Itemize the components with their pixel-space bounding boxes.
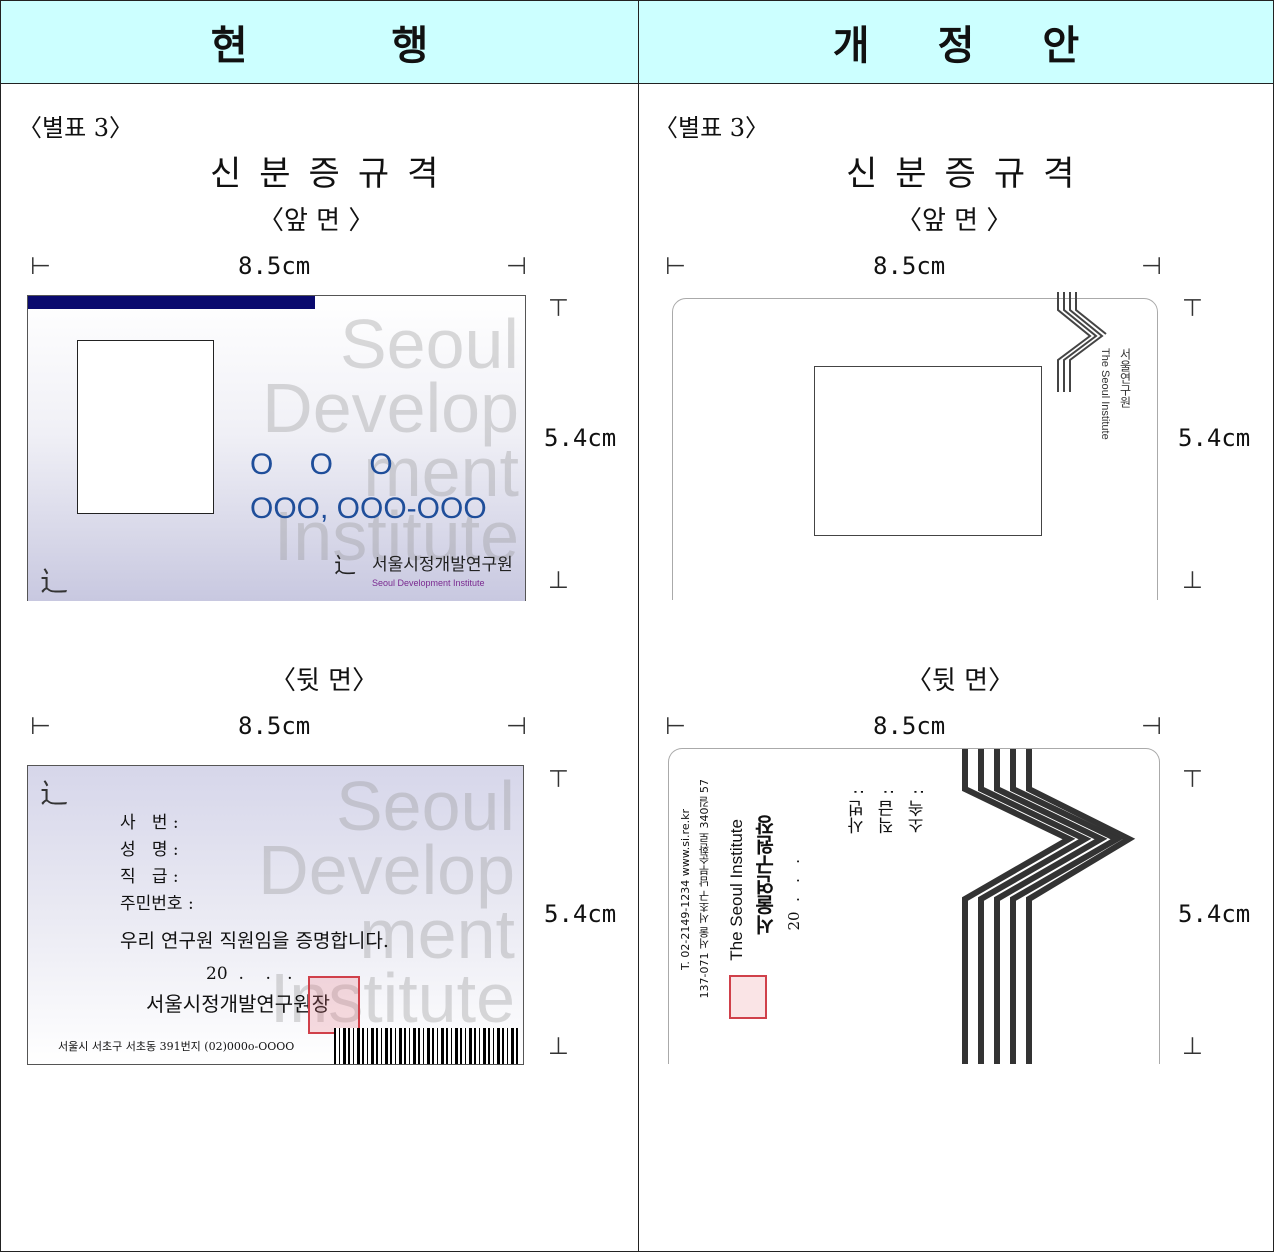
width-start-tick-proposed: ⊢ (665, 252, 686, 280)
table-label: 〈별표 3〉 (18, 114, 134, 142)
org-name-en: The Seoul Institute (1099, 348, 1111, 440)
width-start-tick-back: ⊢ (30, 712, 51, 740)
header-divider (0, 83, 1274, 84)
height-top-tick: ⊤ (548, 294, 569, 322)
width-start-tick: ⊢ (30, 252, 51, 280)
width-end-tick: ⊣ (506, 252, 527, 280)
field-resident-no: 주민번호 : (120, 894, 194, 914)
field-affiliation: 소속 : (908, 789, 928, 835)
wave-pattern-icon (962, 749, 1136, 1064)
column-divider (638, 0, 639, 1252)
official-seal (308, 976, 360, 1034)
height-dimension-proposed-back: 5.4cm (1178, 900, 1251, 928)
issue-date: 20 . . . (785, 859, 803, 931)
logo-icon-small: ⻌ (334, 554, 357, 579)
contact: T. 02-2149-1234 www.si.re.kr (679, 809, 692, 971)
address: 서울시 서초구 서초동 391번지 (02)000o-OOOO (58, 1040, 295, 1053)
height-dimension-back: 5.4cm (544, 900, 617, 928)
name-placeholder: O O O (250, 448, 407, 481)
height-bottom-tick: ⊥ (548, 566, 569, 594)
photo-box (814, 366, 1042, 536)
width-start-tick-proposed-back: ⊢ (665, 712, 686, 740)
width-end-tick-back: ⊣ (506, 712, 527, 740)
org-name-en: Seoul Development Institute (372, 578, 485, 588)
header-proposed-char-2: 정 (937, 23, 975, 69)
table-label-proposed: 〈별표 3〉 (654, 114, 770, 142)
header-current-char-2: 행 (391, 23, 429, 69)
wave-logo-icon (1057, 292, 1107, 392)
width-dimension-proposed: 8.5cm (873, 252, 946, 280)
width-dimension-proposed-back: 8.5cm (873, 712, 946, 740)
height-dimension: 5.4cm (544, 424, 617, 452)
height-bottom-tick-proposed: ⊥ (1182, 566, 1203, 594)
header-current: 현 행 (1, 1, 638, 83)
field-employee-no: 사 번 : (120, 813, 179, 833)
issuer: 서울시정개발연구원장 (146, 992, 330, 1016)
org-name: 서울시정개발연구원 (372, 555, 513, 575)
header-proposed: 개 정 안 (639, 1, 1273, 83)
field-list: 소속 : (903, 789, 933, 834)
field-name: 성 명 : (120, 840, 179, 860)
height-dimension-proposed: 5.4cm (1178, 424, 1251, 452)
doc-title-proposed: 신분증규격 (846, 154, 1093, 194)
watermark: Seoul Develop ment Institute (262, 305, 519, 575)
proposed-front-card: 서울연구원 The Seoul Institute (662, 288, 1158, 600)
certify-statement: 우리 연구원 직원임을 증명합니다. (120, 930, 389, 952)
header-proposed-char-3: 안 (1042, 23, 1080, 69)
logo-icon: ⻌ (40, 565, 69, 598)
front-label-proposed: 〈앞 면 〉 (896, 206, 1013, 236)
card-outline (672, 298, 1158, 600)
back-label-proposed: 〈뒷 면〉 (906, 666, 1015, 696)
id-placeholder: OOO, OOO-OOO (250, 492, 487, 525)
official-seal (729, 975, 767, 1019)
height-top-tick-proposed: ⊤ (1182, 294, 1203, 322)
proposed-back-card: 소속 : 직급 : 사번 : 20 . . . 서울연구원장 The Seoul… (668, 748, 1160, 1064)
height-top-tick-proposed-back: ⊤ (1182, 765, 1203, 793)
org-name: 서울연구원 (1118, 348, 1132, 408)
width-end-tick-proposed-back: ⊣ (1141, 712, 1162, 740)
doc-title: 신분증규격 (210, 154, 457, 194)
field-grade: 직 급 : (120, 867, 179, 887)
width-dimension-back: 8.5cm (238, 712, 311, 740)
front-label: 〈앞 면 〉 (258, 206, 375, 236)
watermark: Seoul Develop ment Institute (258, 767, 515, 1037)
width-dimension: 8.5cm (238, 252, 311, 280)
header-proposed-char-1: 개 (832, 23, 870, 69)
navy-bar (28, 296, 315, 309)
width-end-tick-proposed: ⊣ (1141, 252, 1162, 280)
field-employee-no: 사번 : (848, 789, 868, 835)
field-grade: 직급 : (878, 789, 898, 835)
current-back-card: Seoul Develop ment Institute ⻌ 사 번 : 성 명 … (27, 765, 524, 1065)
issue-date: 20 . . . (206, 964, 293, 984)
height-top-tick-back: ⊤ (548, 765, 569, 793)
photo-box (77, 340, 214, 514)
height-bottom-tick-back: ⊥ (548, 1032, 569, 1060)
barcode (334, 1028, 520, 1064)
address: 137-071 서울 서초구 남부순환로 340길 57 (698, 779, 711, 999)
current-front-card: Seoul Develop ment Institute O O O OOO, … (27, 295, 526, 601)
issuer-en: The Seoul Institute (727, 819, 746, 961)
issuer: 서울연구원장 (754, 815, 778, 935)
height-bottom-tick-proposed-back: ⊥ (1182, 1032, 1203, 1060)
logo-icon: ⻌ (40, 777, 69, 810)
field-list: 사 번 : 성 명 : 직 급 : 주민번호 : (120, 810, 194, 918)
back-label: 〈뒷 면〉 (270, 666, 379, 696)
header-current-char-1: 현 (210, 23, 248, 69)
